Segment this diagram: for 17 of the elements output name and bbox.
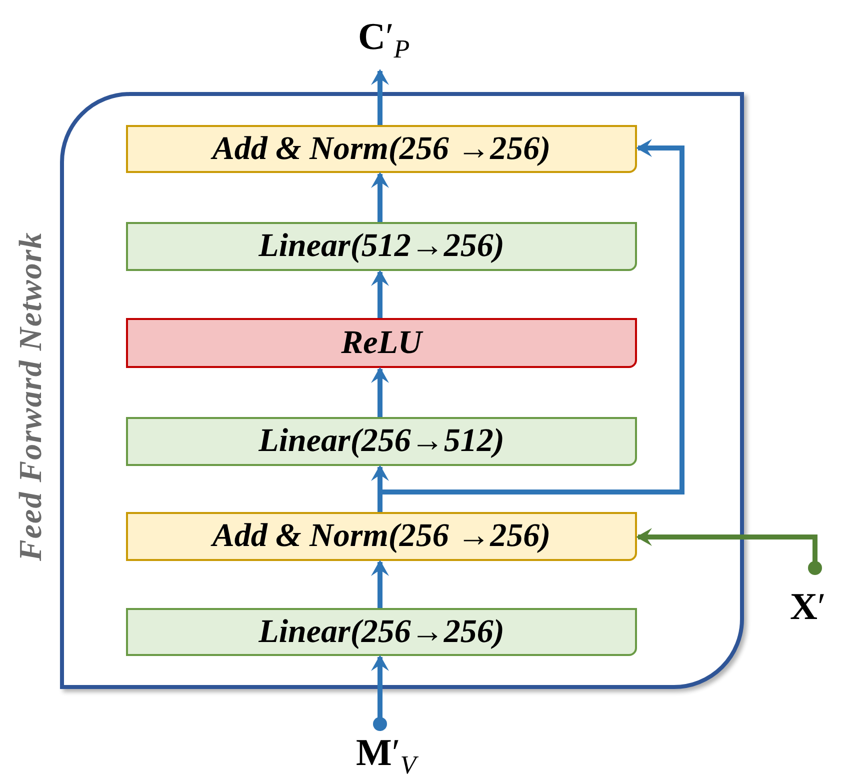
arrow — [371, 655, 389, 731]
arrow — [371, 367, 389, 417]
arrow — [371, 560, 389, 608]
arrow — [636, 528, 822, 575]
layer-box: Linear(256→256) — [126, 608, 637, 656]
layer-box: Add & Norm(256 →256) — [126, 125, 637, 173]
tensor-label: M′$_{V}$ — [356, 734, 416, 778]
layer-box: Add & Norm(256 →256) — [126, 512, 637, 561]
arrow — [371, 69, 389, 125]
layer-box: ReLU — [126, 318, 637, 368]
layer-box: Linear(512→256) — [126, 222, 637, 271]
tensor-label: C′$_{P}$ — [358, 18, 410, 63]
arrow — [371, 270, 389, 318]
tensor-label: X′ — [790, 588, 826, 626]
layer-box: Linear(256→512) — [126, 417, 637, 466]
arrow — [371, 172, 389, 222]
frame-heading: Feed Forward Network — [12, 230, 49, 563]
